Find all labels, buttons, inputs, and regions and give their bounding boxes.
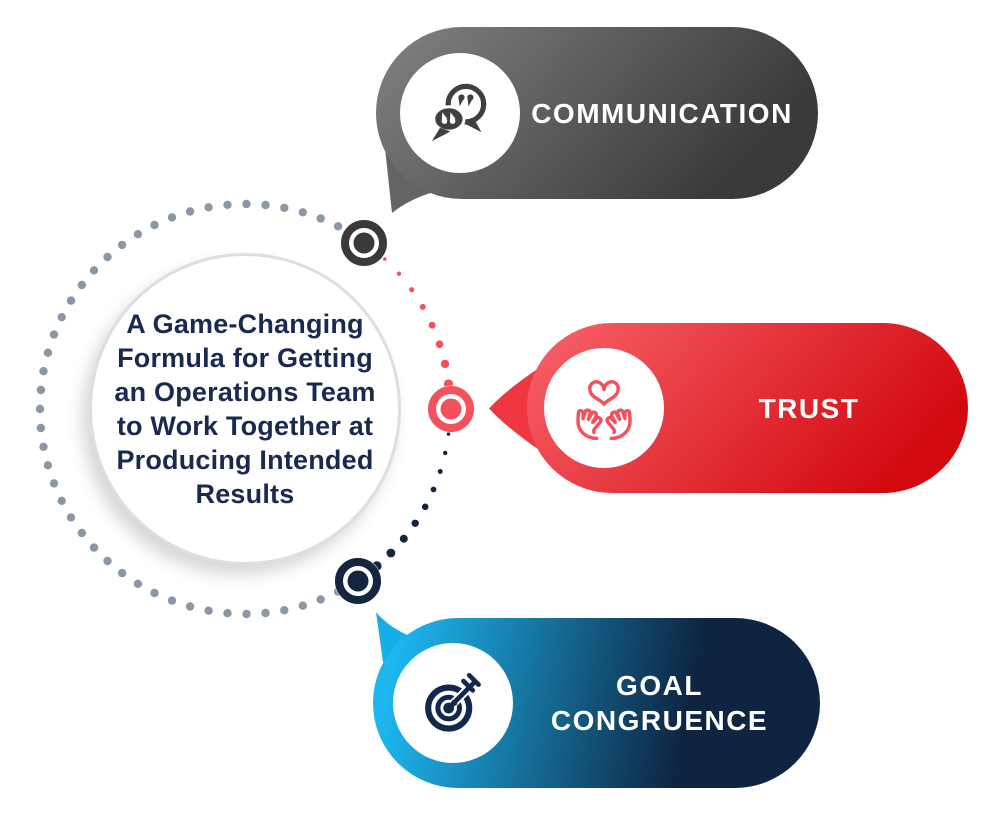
goal-icon-circle: [393, 643, 513, 763]
communication-bubble: COMMUNICATION: [376, 27, 818, 199]
goal-congruence-bubble: GOAL CONGRUENCE: [373, 618, 820, 788]
hands-holding-heart-icon: [566, 370, 642, 446]
communication-label: COMMUNICATION: [531, 97, 793, 129]
communication-node: [340, 219, 388, 267]
trust-node: [427, 385, 475, 433]
communication-icon-circle: [400, 53, 520, 173]
connector-nodes: [334, 219, 475, 605]
trust-label: TRUST: [758, 392, 860, 424]
speech-bubbles-icon: [423, 76, 497, 150]
dotted-ring: [35, 199, 454, 619]
central-title: A Game-Changing Formula for Getting an O…: [114, 308, 376, 510]
goal-congruence-label: GOAL CONGRUENCE: [550, 670, 769, 736]
trust-bubble: TRUST: [527, 323, 968, 493]
goal-node: [334, 557, 382, 605]
trust-icon-circle: [544, 348, 664, 468]
central-circle: A Game-Changing Formula for Getting an O…: [89, 253, 401, 565]
target-dart-icon: [417, 667, 489, 739]
